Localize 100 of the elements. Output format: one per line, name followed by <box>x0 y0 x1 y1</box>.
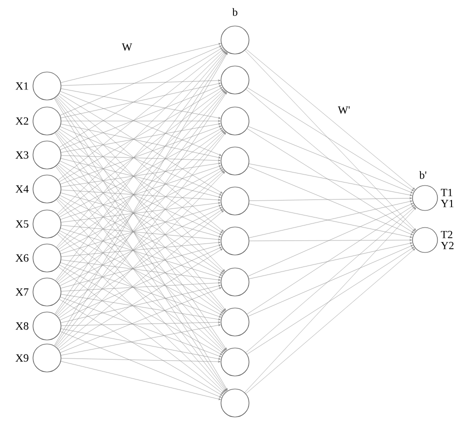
connection-arrow <box>61 155 220 162</box>
connection-arrow <box>246 48 415 190</box>
connection-arrow <box>60 296 222 358</box>
connection-arrow <box>60 195 222 276</box>
connection-arrow <box>248 166 413 236</box>
connection-arrow <box>248 245 413 316</box>
weight-label: b <box>232 8 238 16</box>
connection-arrow <box>60 124 221 159</box>
connection-arrow <box>59 87 222 182</box>
connection-arrow <box>60 192 221 238</box>
connection-arrow <box>60 85 222 150</box>
connection-arrow <box>57 234 224 393</box>
hidden-neuron <box>220 26 250 54</box>
input-neuron <box>32 210 62 238</box>
connection-arrow <box>61 282 220 292</box>
output-label: T1 Y1 <box>440 188 454 208</box>
input-neuron <box>32 72 62 100</box>
connection-arrow <box>60 287 222 353</box>
connection-arrow <box>61 202 221 222</box>
connection-arrow <box>246 128 414 234</box>
hidden-neuron <box>220 226 250 256</box>
connection-arrow <box>59 93 223 194</box>
connection-arrow <box>244 208 416 393</box>
hidden-neuron <box>220 308 250 336</box>
connection-arrow <box>60 246 222 320</box>
input-label: X3 <box>16 151 28 159</box>
hidden-neuron <box>220 66 250 94</box>
connection-arrow <box>61 80 220 86</box>
connection-arrow <box>56 200 226 392</box>
connection-arrow <box>60 91 222 156</box>
connection-arrow <box>244 50 416 231</box>
input-neuron <box>32 106 62 136</box>
connection-arrow <box>58 266 224 394</box>
output-neuron <box>412 185 438 211</box>
input-neuron <box>32 344 62 372</box>
connection-arrow <box>60 204 222 254</box>
hidden-neuron <box>220 388 250 418</box>
connection-arrow <box>60 162 221 188</box>
connection-arrow <box>60 294 221 320</box>
input-label: X4 <box>16 185 29 193</box>
input-label: X5 <box>16 220 28 228</box>
connection-arrow <box>60 284 221 323</box>
connection-arrow <box>60 82 221 118</box>
input-label: X6 <box>16 254 28 262</box>
connection-arrow <box>60 88 221 119</box>
connection-arrow <box>248 126 413 194</box>
input-label: X8 <box>16 322 28 330</box>
connection-arrow <box>61 241 220 257</box>
connection-arrow <box>58 248 223 351</box>
connection-arrow <box>60 158 221 198</box>
connection-arrow <box>61 120 220 122</box>
connection-arrow <box>246 87 414 192</box>
connection-arrow <box>57 50 225 214</box>
connection-arrow <box>56 51 226 248</box>
output-neuron <box>412 227 438 253</box>
input-label: X1 <box>16 82 28 90</box>
connection-arrow <box>61 321 220 326</box>
connection-arrow <box>60 43 221 83</box>
input-neuron <box>32 278 62 306</box>
connection-arrow <box>60 46 222 116</box>
connection-arrow <box>246 206 416 353</box>
connection-arrow <box>60 160 222 236</box>
input-neuron <box>32 312 62 340</box>
connection-arrow <box>60 168 222 252</box>
connection-arrow <box>248 203 414 276</box>
connection-arrow <box>60 324 221 356</box>
connection-arrow <box>60 328 221 360</box>
connection-arrow <box>246 89 416 232</box>
hidden-neuron <box>220 268 250 296</box>
weight-label: W' <box>338 106 350 114</box>
hidden-neuron <box>220 348 250 376</box>
connection-arrow <box>59 48 223 148</box>
connection-arrow <box>60 262 222 318</box>
input-neuron <box>32 174 62 204</box>
connection-arrow <box>60 165 222 220</box>
connection-arrow <box>61 190 220 201</box>
connection-arrow <box>60 122 221 153</box>
connection-arrow <box>58 49 224 180</box>
connection-arrow <box>60 126 222 184</box>
connection-arrow <box>248 242 412 280</box>
connection-arrow <box>60 361 221 400</box>
output-label: T2 Y2 <box>440 230 454 250</box>
connection-arrow <box>60 331 222 398</box>
connection-arrow <box>59 264 222 356</box>
hidden-neuron <box>220 186 250 216</box>
input-neuron <box>32 244 62 272</box>
connection-arrow <box>246 246 414 354</box>
weight-label: b' <box>419 171 426 179</box>
input-label: X7 <box>16 288 28 296</box>
connection-arrow <box>59 128 222 218</box>
hidden-neuron <box>220 106 250 136</box>
connection-arrow <box>249 197 412 201</box>
input-label: X9 <box>16 354 28 362</box>
connection-arrow <box>246 205 414 314</box>
connection-arrow <box>60 228 222 278</box>
connection-arrow <box>246 248 416 394</box>
input-neuron <box>32 140 62 170</box>
connection-arrow <box>61 225 220 240</box>
connection-arrow <box>60 207 222 286</box>
connection-arrow <box>58 88 224 216</box>
